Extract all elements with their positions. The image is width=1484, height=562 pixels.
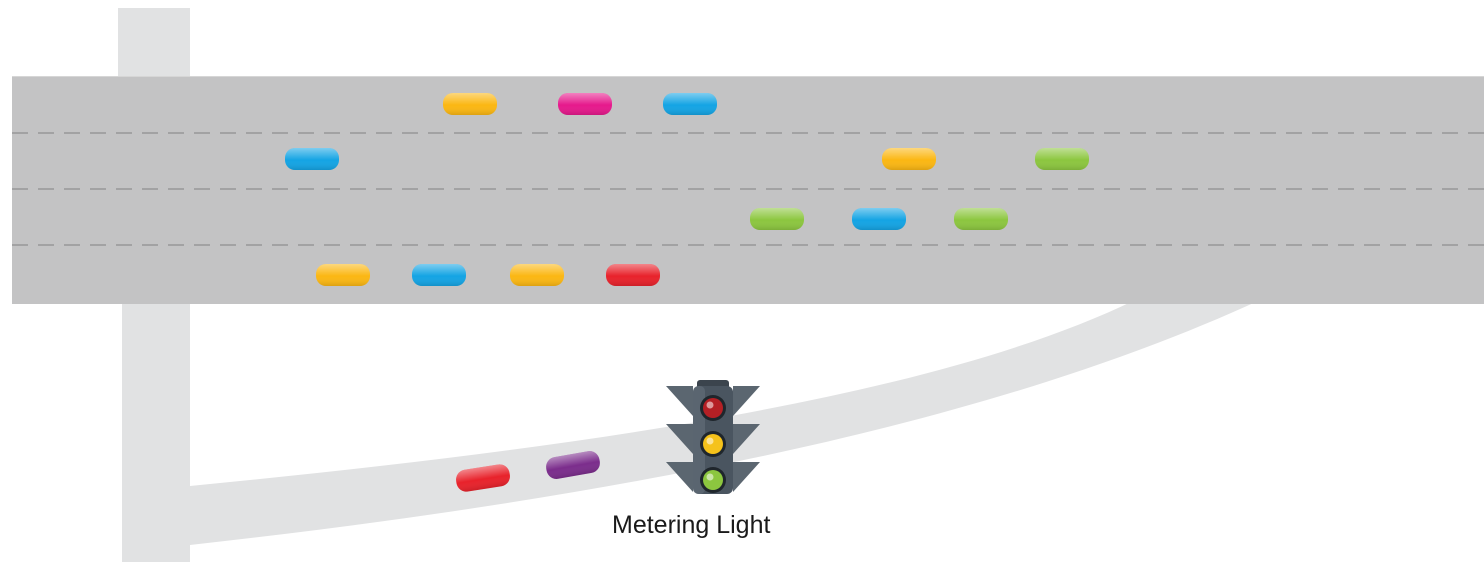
lane-4-car-4 bbox=[606, 264, 660, 286]
highway bbox=[12, 76, 1484, 304]
lane-2-car-2 bbox=[882, 148, 936, 170]
signal-yellow-light bbox=[703, 434, 723, 454]
ramp-car-2 bbox=[546, 451, 600, 479]
lane-1-car-2 bbox=[558, 93, 612, 115]
lane-3-car-3 bbox=[954, 208, 1008, 230]
lane-4-car-1 bbox=[316, 264, 370, 286]
metering-light-caption: Metering Light bbox=[612, 511, 771, 539]
ramp-car-1 bbox=[456, 464, 510, 492]
lane-1-car-1 bbox=[443, 93, 497, 115]
lane-2-car-3 bbox=[1035, 148, 1089, 170]
traffic-light-icon bbox=[666, 380, 760, 494]
lane-4-car-2 bbox=[412, 264, 466, 286]
lane-3-car-2 bbox=[852, 208, 906, 230]
lane-1-car-3 bbox=[663, 93, 717, 115]
vertical-road-top bbox=[118, 8, 190, 78]
lane-2-car-1 bbox=[285, 148, 339, 170]
signal-red-light bbox=[703, 398, 723, 418]
lane-3-car-1 bbox=[750, 208, 804, 230]
lane-4-car-3 bbox=[510, 264, 564, 286]
vertical-road-bottom bbox=[122, 300, 190, 562]
signal-green-light bbox=[703, 470, 723, 490]
